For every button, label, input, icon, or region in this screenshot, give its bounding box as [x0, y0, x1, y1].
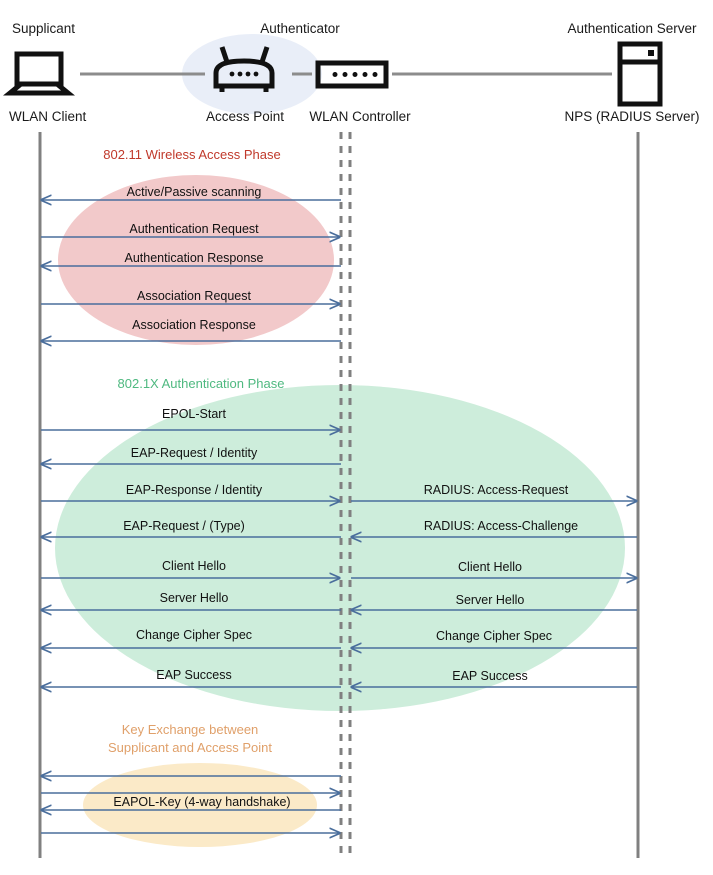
label-eap-success-left: EAP Success — [156, 668, 232, 682]
label-active-passive-scanning: Active/Passive scanning — [127, 185, 262, 199]
phase-key-ellipse — [83, 763, 317, 847]
phase-80211-ellipse — [58, 175, 334, 345]
laptop-icon — [2, 51, 76, 96]
label-radius-access-request: RADIUS: Access-Request — [424, 483, 569, 497]
label-eapol-key-4way-handshake: EAPOL-Key (4-way handshake) — [113, 795, 290, 809]
phase-label-key-exchange-line1: Key Exchange between — [122, 722, 259, 737]
label-radius-access-challenge: RADIUS: Access-Challenge — [424, 519, 578, 533]
actor-role-supplicant: Supplicant — [12, 21, 75, 36]
label-eap-success-right: EAP Success — [452, 669, 528, 683]
actor-name-nps-radius-server: NPS (RADIUS Server) — [564, 109, 699, 124]
label-server-hello-left: Server Hello — [160, 591, 229, 605]
label-association-request: Association Request — [137, 289, 251, 303]
label-association-response: Association Response — [132, 318, 256, 332]
label-eap-response-identity: EAP-Response / Identity — [126, 483, 263, 497]
label-authentication-response: Authentication Response — [125, 251, 264, 265]
label-eap-request-type: EAP-Request / (Type) — [123, 519, 245, 533]
phase-label-80211: 802.11 Wireless Access Phase — [103, 147, 281, 162]
phase-label-key-exchange-line2: Supplicant and Access Point — [108, 740, 272, 755]
phase-8021x-ellipse — [55, 385, 625, 711]
actor-name-access-point: Access Point — [206, 109, 284, 124]
wireless-router-icon — [213, 46, 275, 92]
authenticator-halo — [182, 34, 322, 114]
label-change-cipher-spec-right: Change Cipher Spec — [436, 629, 552, 643]
actor-role-authenticator: Authenticator — [260, 21, 340, 36]
actor-role-authentication-server: Authentication Server — [567, 21, 697, 36]
label-authentication-request: Authentication Request — [129, 222, 259, 236]
label-server-hello-right: Server Hello — [456, 593, 525, 607]
label-client-hello-right: Client Hello — [458, 560, 522, 574]
server-tower-icon — [617, 41, 663, 107]
label-client-hello-left: Client Hello — [162, 559, 226, 573]
label-eap-request-identity: EAP-Request / Identity — [131, 446, 258, 460]
actor-name-wlan-controller: WLAN Controller — [309, 109, 411, 124]
actor-name-wlan-client: WLAN Client — [9, 109, 87, 124]
label-change-cipher-spec-left: Change Cipher Spec — [136, 628, 252, 642]
phase-label-8021x: 802.1X Authentication Phase — [118, 376, 285, 391]
label-epol-start: EPOL-Start — [162, 407, 226, 421]
network-switch-icon — [315, 60, 389, 89]
